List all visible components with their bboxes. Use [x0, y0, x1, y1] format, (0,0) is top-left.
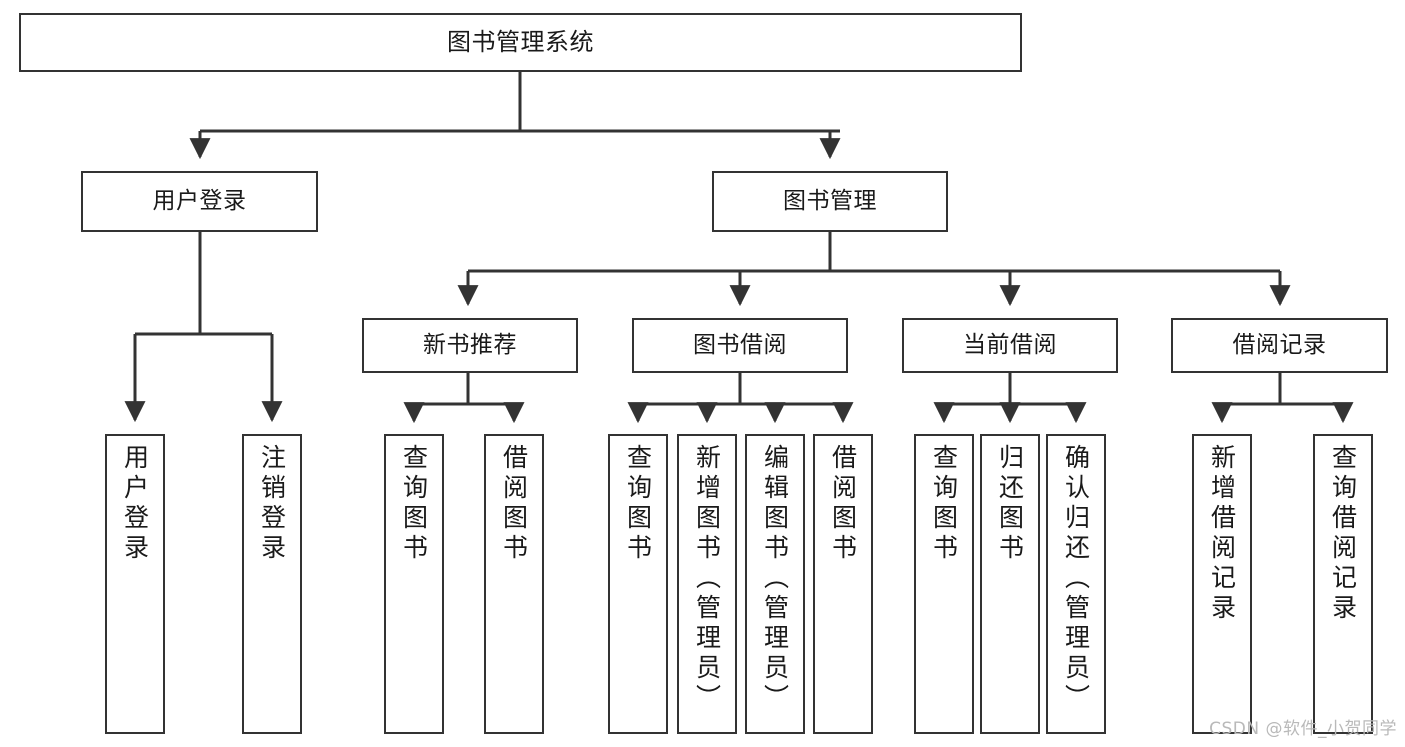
- node-book-management[interactable]: 图书管理: [712, 171, 948, 232]
- node-current-borrow[interactable]: 当前借阅: [902, 318, 1118, 373]
- leaf-book-borrow-query-book[interactable]: 查询图书: [608, 434, 668, 734]
- node-label: 图书借阅: [693, 331, 787, 358]
- node-label: 新书推荐: [423, 331, 517, 358]
- leaf-current-borrow-query-book[interactable]: 查询图书: [914, 434, 974, 734]
- node-new-book-recommend[interactable]: 新书推荐: [362, 318, 578, 373]
- node-root-book-management-system[interactable]: 图书管理系统: [19, 13, 1022, 72]
- node-label: 查询图书: [399, 444, 429, 564]
- node-label: 图书管理: [783, 187, 877, 214]
- node-label: 注销登录: [257, 444, 287, 564]
- node-label: 归还图书: [995, 444, 1025, 564]
- node-label: 当前借阅: [963, 331, 1057, 358]
- csdn-watermark: CSDN @软件_小贺同学: [1209, 719, 1397, 739]
- leaf-borrow-record-add-record[interactable]: 新增借阅记录: [1192, 434, 1252, 734]
- node-label: 图书管理系统: [447, 28, 594, 57]
- node-label: 查询图书: [929, 444, 959, 564]
- node-label: 查询借阅记录: [1328, 444, 1358, 624]
- node-label: 用户登录: [120, 444, 150, 564]
- leaf-book-borrow-add-book-admin[interactable]: 新增图书（管理员）: [677, 434, 737, 734]
- node-user-login[interactable]: 用户登录: [81, 171, 318, 232]
- node-borrow-record[interactable]: 借阅记录: [1171, 318, 1388, 373]
- leaf-new-book-borrow-book[interactable]: 借阅图书: [484, 434, 544, 734]
- node-label: 新增图书（管理员）: [692, 444, 722, 714]
- leaf-book-borrow-borrow-book[interactable]: 借阅图书: [813, 434, 873, 734]
- leaf-current-borrow-confirm-return-admin[interactable]: 确认归还（管理员）: [1046, 434, 1106, 734]
- leaf-user-login-login[interactable]: 用户登录: [105, 434, 165, 734]
- leaf-current-borrow-return-book[interactable]: 归还图书: [980, 434, 1040, 734]
- node-label: 确认归还（管理员）: [1061, 444, 1091, 714]
- node-label: 编辑图书（管理员）: [760, 444, 790, 714]
- leaf-user-login-logout[interactable]: 注销登录: [242, 434, 302, 734]
- leaf-new-book-query-book[interactable]: 查询图书: [384, 434, 444, 734]
- node-label: 用户登录: [152, 187, 247, 214]
- node-label: 借阅图书: [499, 444, 529, 564]
- node-label: 借阅记录: [1232, 331, 1327, 358]
- node-label: 查询图书: [623, 444, 653, 564]
- leaf-borrow-record-query-record[interactable]: 查询借阅记录: [1313, 434, 1373, 734]
- leaf-book-borrow-edit-book-admin[interactable]: 编辑图书（管理员）: [745, 434, 805, 734]
- node-label: 借阅图书: [828, 444, 858, 564]
- node-book-borrow[interactable]: 图书借阅: [632, 318, 848, 373]
- node-label: 新增借阅记录: [1207, 444, 1237, 624]
